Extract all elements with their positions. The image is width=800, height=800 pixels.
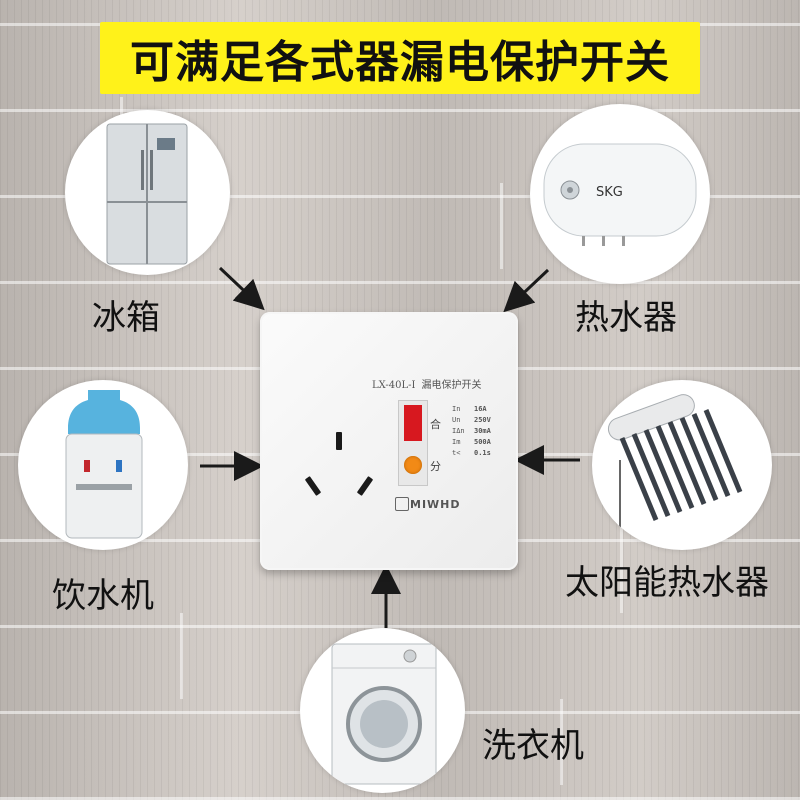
test-indicator-button[interactable] (404, 456, 422, 474)
brand-logo-icon (395, 497, 409, 511)
socket-pin-right (356, 476, 374, 496)
tile-seam (560, 699, 563, 785)
breaker-switch[interactable] (398, 400, 428, 486)
washing-machine-label: 洗衣机 (482, 726, 584, 766)
spec-row: t<0.1s (452, 449, 491, 457)
off-marker: 分 (430, 460, 441, 473)
solar-water-heater-label: 太阳能热水器 (565, 563, 769, 603)
arrow-from-fridge (218, 266, 265, 311)
headline-banner: 可满足各式器漏电保护开关 (100, 22, 700, 94)
water-heater-label: 热水器 (575, 298, 677, 338)
breaker-lever[interactable] (404, 405, 422, 441)
on-marker: 合 (430, 418, 441, 431)
socket-pin-left (304, 476, 322, 496)
tile-seam (500, 183, 503, 269)
brand-name: MIWHD (410, 498, 461, 511)
fridge-image (65, 110, 230, 275)
fridge-label: 冰箱 (92, 298, 160, 338)
water-dispenser-label: 饮水机 (52, 576, 154, 616)
tile-seam (620, 527, 623, 613)
water-heater-brand: SKG (596, 185, 623, 200)
arrow-from-water-heater (503, 268, 550, 313)
water-heater-image: SKG (530, 104, 710, 284)
tile-seam (180, 613, 183, 699)
washing-machine-image (300, 628, 465, 793)
headline-text: 可满足各式器漏电保护开关 (130, 37, 670, 88)
socket-pin-top (336, 432, 342, 450)
solar-water-heater-image (592, 380, 772, 550)
water-dispenser-image (18, 380, 188, 550)
